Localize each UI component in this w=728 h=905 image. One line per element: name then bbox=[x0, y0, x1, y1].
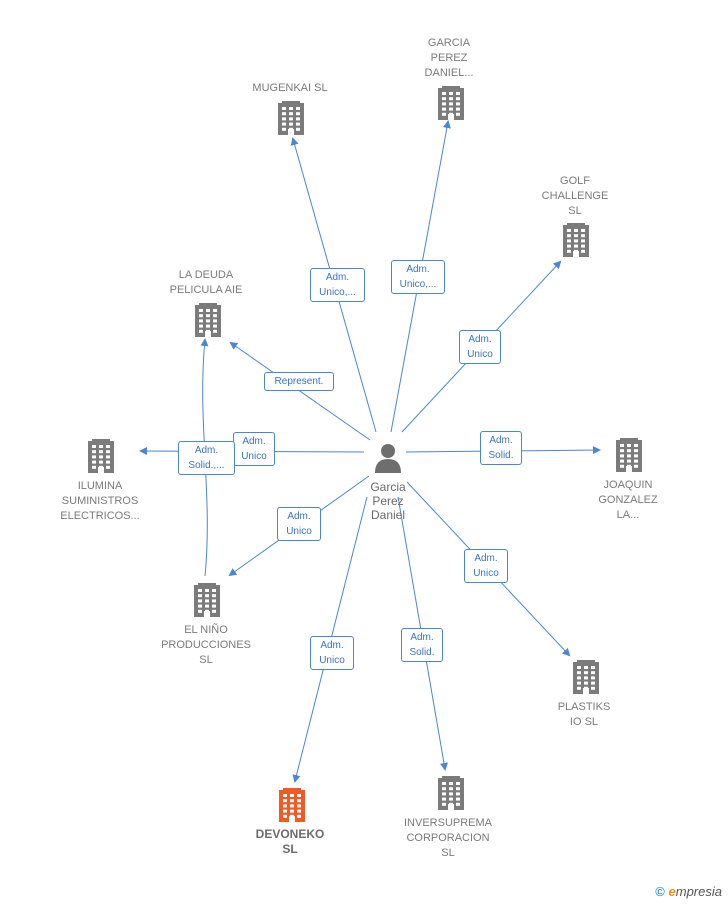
brand-initial: e bbox=[668, 884, 676, 899]
edge-label[interactable]: Adm. Solid.,... bbox=[178, 441, 235, 475]
building-icon[interactable] bbox=[278, 101, 304, 135]
person-name-label[interactable]: Garcia Perez Daniel bbox=[370, 480, 406, 522]
company-label-el-nino[interactable]: EL NIÑO PRODUCCIONES SL bbox=[161, 624, 251, 666]
building-icon[interactable] bbox=[563, 223, 589, 257]
edge-center-to-la-deuda bbox=[229, 341, 371, 441]
edge-label[interactable]: Adm. Unico bbox=[459, 330, 501, 364]
copyright-symbol: © bbox=[655, 884, 665, 899]
person-icon[interactable] bbox=[375, 444, 401, 473]
company-label-devoneko[interactable]: DEVONEKO SL bbox=[255, 827, 325, 856]
edge-label[interactable]: Adm. Unico bbox=[233, 432, 275, 466]
building-icon[interactable] bbox=[195, 303, 221, 337]
company-label-ilumina[interactable]: ILUMINA SUMINISTROS ELECTRICOS... bbox=[60, 480, 140, 522]
edge-label[interactable]: Represent. bbox=[264, 372, 334, 391]
building-icon[interactable] bbox=[438, 776, 464, 810]
edge-label[interactable]: Adm. Unico bbox=[277, 507, 321, 541]
company-label-mugenkai[interactable]: MUGENKAI SL bbox=[252, 82, 328, 94]
building-icon[interactable] bbox=[438, 86, 464, 120]
empresia-logo: © empresia bbox=[655, 884, 722, 899]
building-icon[interactable] bbox=[616, 438, 642, 472]
company-label-plastiks[interactable]: PLASTIKS IO SL bbox=[557, 701, 611, 728]
company-label-golf[interactable]: GOLF CHALLENGE SL bbox=[541, 175, 609, 217]
company-label-inversuprema[interactable]: INVERSUPREMA CORPORACION SL bbox=[403, 817, 493, 859]
edge-label[interactable]: Adm. Unico,... bbox=[391, 260, 445, 294]
building-icon[interactable] bbox=[279, 788, 305, 822]
edge-label[interactable]: Adm. Unico bbox=[464, 549, 508, 583]
edge-label[interactable]: Adm. Solid. bbox=[401, 628, 443, 662]
company-label-joaquin[interactable]: JOAQUIN GONZALEZ LA... bbox=[598, 479, 658, 521]
building-icon[interactable] bbox=[88, 439, 114, 473]
edge-label[interactable]: Adm. Unico,... bbox=[310, 268, 365, 302]
brand-name: mpresia bbox=[675, 884, 722, 899]
edge-label[interactable]: Adm. Unico bbox=[310, 636, 354, 670]
building-icon[interactable] bbox=[194, 583, 220, 617]
building-icon[interactable] bbox=[573, 660, 599, 694]
company-label-garcia-perez[interactable]: GARCIA PEREZ DANIEL... bbox=[424, 37, 474, 79]
company-label-la-deuda[interactable]: LA DEUDA PELICULA AIE bbox=[169, 269, 243, 296]
edge-label[interactable]: Adm. Solid. bbox=[480, 431, 522, 465]
